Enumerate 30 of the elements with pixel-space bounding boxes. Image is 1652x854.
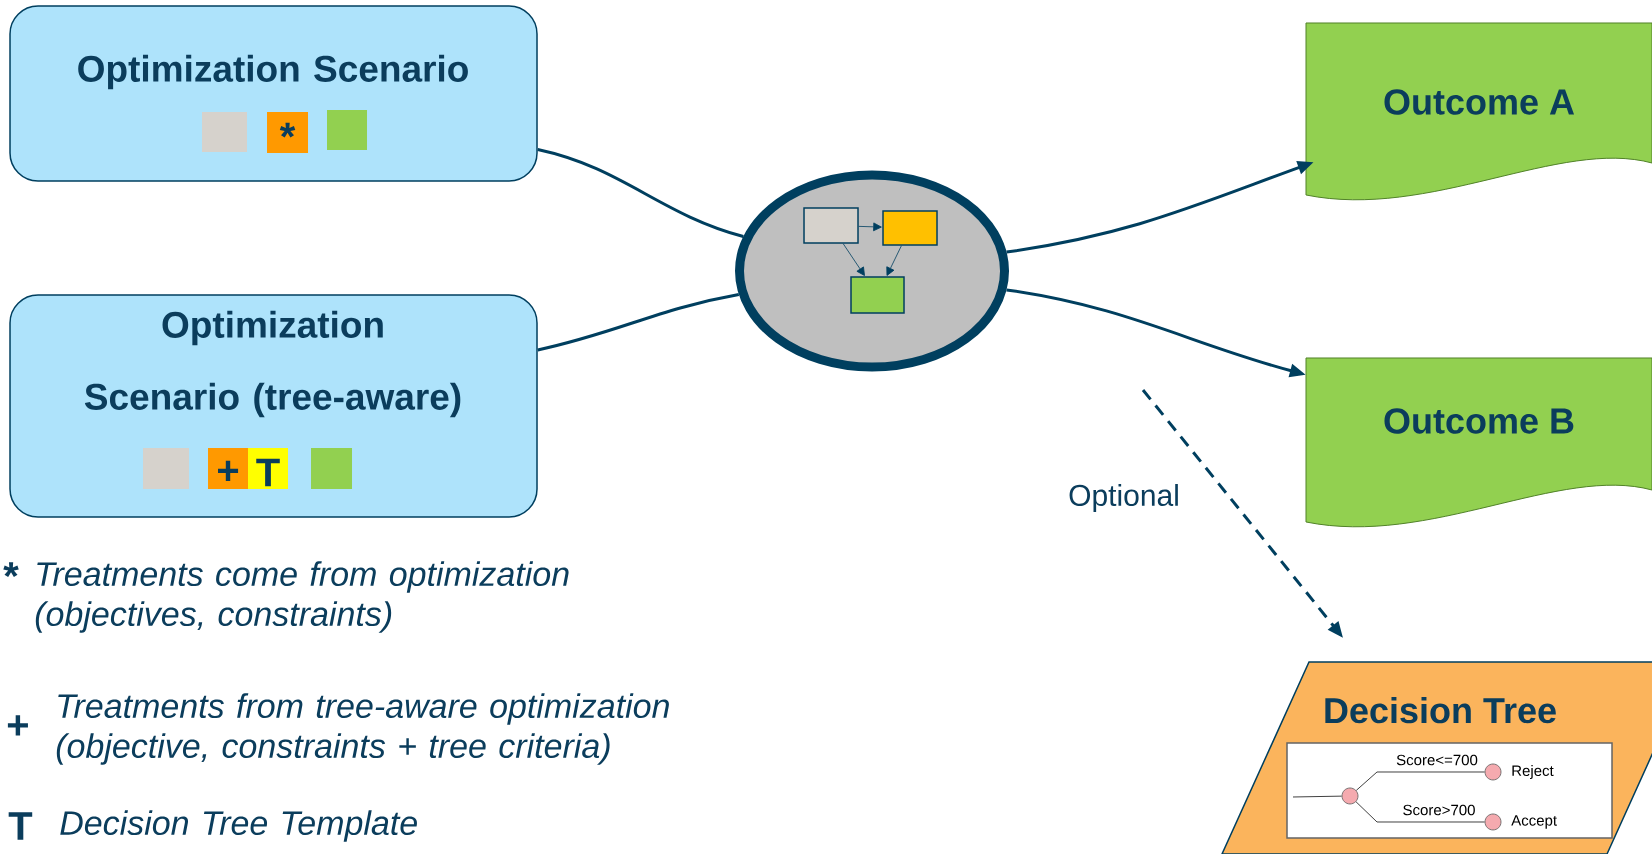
outcome-document: Outcome A bbox=[1305, 22, 1652, 201]
scenario-box: Optimization Scenario * bbox=[9, 5, 538, 182]
scenario-box: Optimization Scenario (tree-aware) + T bbox=[9, 294, 538, 518]
edge-label: Score>700 bbox=[1403, 804, 1475, 816]
step-box bbox=[882, 210, 938, 246]
tree-branch bbox=[1355, 801, 1486, 823]
edge-label: Score<=700 bbox=[1396, 754, 1478, 766]
footnote-symbol: * bbox=[3, 562, 19, 578]
tree-branch bbox=[1292, 795, 1343, 798]
arrow bbox=[842, 243, 865, 276]
tree-node-circle bbox=[1341, 787, 1359, 805]
tree-node-circle bbox=[1484, 813, 1502, 831]
outcome-label: Accept bbox=[1511, 815, 1557, 829]
connector bbox=[537, 148, 744, 238]
edge-label: Optional bbox=[1069, 484, 1178, 512]
outcome-document: Outcome B bbox=[1305, 357, 1652, 528]
footnote-text: Treatments from tree-aware optimization (objective, constraints + tree criteria) bbox=[56, 693, 669, 765]
tree-panel bbox=[1286, 742, 1613, 839]
footnote-symbol: T bbox=[8, 812, 33, 840]
arrow bbox=[886, 245, 902, 276]
step-box bbox=[803, 207, 859, 244]
footnote-text: Treatments come from optimization (objectives, constraints) bbox=[35, 561, 569, 633]
outcome-label: Reject bbox=[1512, 765, 1554, 779]
arrow bbox=[858, 222, 882, 232]
step-box bbox=[850, 276, 905, 314]
footnote-text: Decision Tree Template bbox=[60, 810, 417, 842]
connector bbox=[537, 293, 740, 352]
tree-node-circle bbox=[1484, 763, 1502, 781]
footnote-symbol: + bbox=[7, 715, 28, 736]
tree-branch bbox=[1355, 771, 1486, 791]
